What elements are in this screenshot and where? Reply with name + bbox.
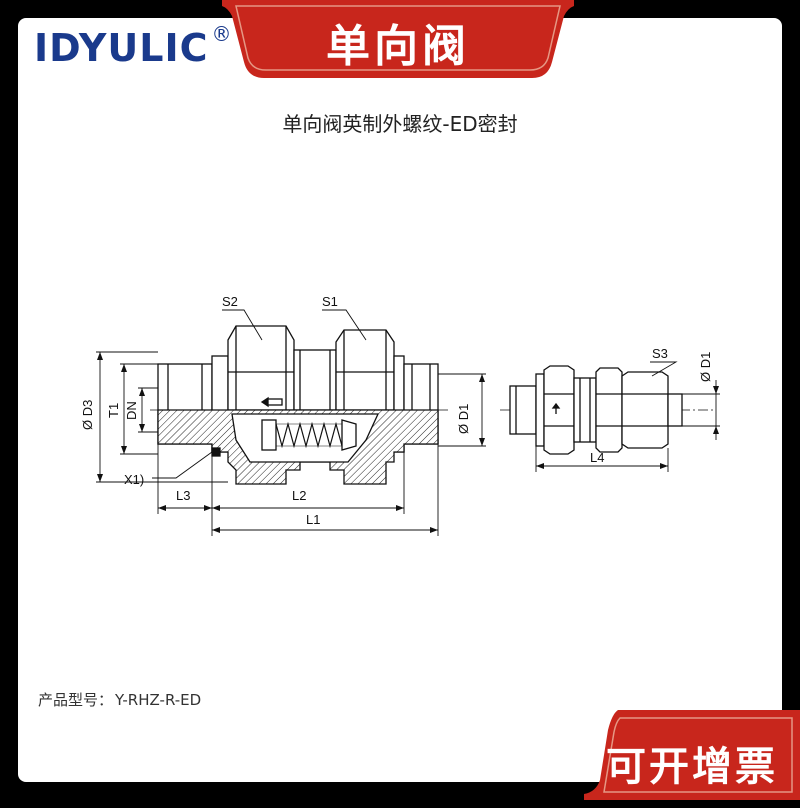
label-d1: Ø D1 [456, 404, 471, 434]
label-d3: Ø D3 [80, 400, 95, 430]
brand-logo: IDYULIC® [34, 22, 233, 70]
product-model-label: 产品型号： [38, 691, 114, 709]
main-dimension-lines [96, 309, 486, 536]
label-t1: T1 [106, 403, 121, 418]
label-l1: L1 [306, 512, 320, 527]
product-model-value: Y-RHZ-R-ED [115, 691, 202, 709]
label-s3: S3 [652, 346, 668, 361]
main-dimension-arrows [97, 352, 485, 533]
invoice-banner: 可开增票 [584, 710, 800, 800]
label-l2: L2 [292, 488, 306, 503]
title-banner-text: 单向阀 [326, 21, 470, 72]
title-banner: 单向阀 [222, 0, 574, 80]
side-dimension-arrows [536, 386, 719, 469]
label-l3: L3 [176, 488, 190, 503]
label-s2: S2 [222, 294, 238, 309]
label-d1-side: Ø D1 [698, 352, 713, 382]
label-s1: S1 [322, 294, 338, 309]
valve-section-view [150, 325, 448, 485]
diagram-subtitle: 单向阀英制外螺纹-ED密封 [282, 112, 518, 136]
product-model: 产品型号：Y-RHZ-R-ED [38, 689, 201, 710]
label-x1: X1) [124, 472, 144, 487]
invoice-banner-shape [584, 710, 800, 800]
brand-name: IDYULIC [34, 26, 209, 70]
label-l4: L4 [590, 450, 604, 465]
valve-side-view [500, 365, 716, 455]
label-dn: DN [124, 401, 139, 420]
invoice-banner-text: 可开增票 [606, 744, 778, 790]
title-banner-shape [222, 0, 574, 78]
registered-mark: ® [211, 22, 233, 46]
